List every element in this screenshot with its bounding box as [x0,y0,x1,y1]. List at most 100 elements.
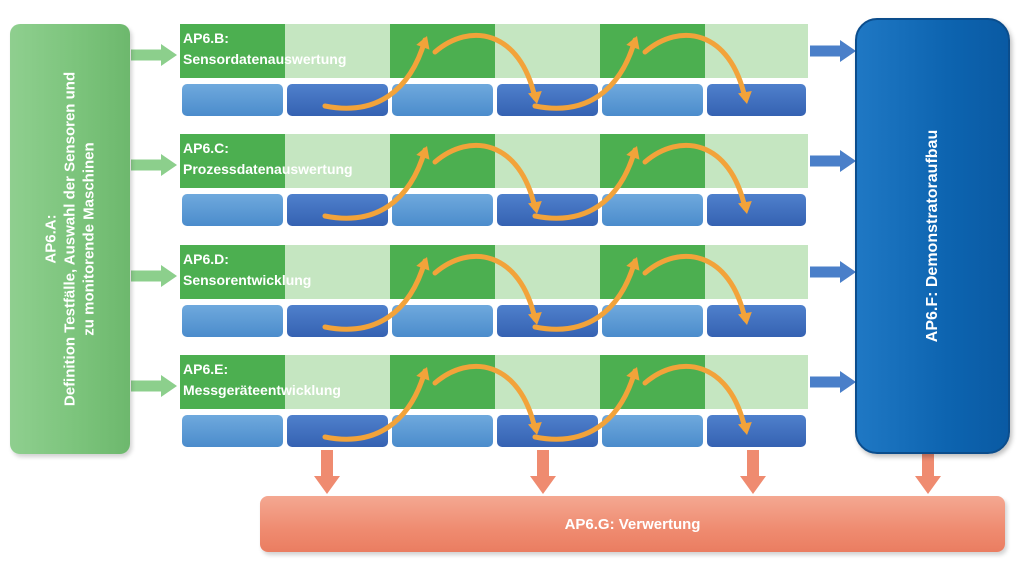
feedback-arrow-up-head [416,36,430,50]
bar-segment-dark [497,194,598,226]
task-cell-active [600,24,705,78]
feedback-arrow-up-shaft [532,258,638,332]
feedback-arrow-up-head [416,367,430,381]
bar-segment-dark [497,415,598,447]
bar-segment-dark [287,305,388,337]
bar-segment-light [602,84,703,116]
input-arrow [131,265,177,287]
feedback-arrow-down-head [738,90,752,104]
feedback-arrow-up [322,36,430,111]
row-label: AP6.D:Sensorentwicklung [183,249,311,291]
task-cell-active [390,134,495,188]
bar-segment-light [602,305,703,337]
feedback-arrow-up [532,36,640,111]
bar-segment-dark [707,415,806,447]
verwertung-arrow [915,450,941,494]
feedback-arrow-up-head [626,367,640,381]
task-cell-active [390,245,495,299]
feedback-arrow-down-shaft [642,33,748,101]
output-arrow [810,371,856,393]
task-cell-active [180,134,285,188]
feedback-arrow-up-head [626,146,640,160]
bar-segment-light [182,84,283,116]
input-arrow [131,375,177,397]
feedback-arrow-down [432,143,542,214]
wp-g-label: AP6.G: Verwertung [564,515,701,533]
task-cell-active [180,355,285,409]
feedback-arrow-up-shaft [532,147,638,221]
feedback-arrow-down [642,143,752,214]
bar-segment-light [392,194,493,226]
row-code: AP6.C: [183,140,229,156]
feedback-arrow-down-head [528,200,542,214]
verwertung-arrow [530,450,556,494]
bar-segment-dark [287,194,388,226]
row-title: Sensorentwicklung [183,272,312,288]
bar-segment-light [602,194,703,226]
wp-g-box: AP6.G: Verwertung [260,496,1005,552]
output-arrow [810,261,856,283]
feedback-arrow-down [642,364,752,435]
feedback-arrow-up-head [626,257,640,271]
bar-segment-light [182,194,283,226]
row-code: AP6.E: [183,361,229,377]
bar-segment-light [392,415,493,447]
wp-a-label-line: AP6.A: [42,214,60,264]
bar-segment-light [392,84,493,116]
feedback-arrow-up-shaft [532,368,638,442]
feedback-arrow-up [532,367,640,442]
row-code: AP6.B: [183,30,229,46]
verwertung-arrow [314,450,340,494]
feedback-arrow-up [532,146,640,221]
feedback-arrow-up-shaft [322,258,428,332]
wp-a-label-line: Definition Testfälle, Auswahl der Sensor… [61,71,79,407]
feedback-arrow-down-shaft [432,33,538,101]
bar-segment-light [602,415,703,447]
task-cell-active [390,24,495,78]
feedback-arrow-up [532,257,640,332]
feedback-arrow-down [432,364,542,435]
feedback-arrow-down-shaft [642,364,748,432]
wp-a-label-line: zu monitorende Maschinen [80,142,98,336]
feedback-arrow-up-head [416,146,430,160]
feedback-arrow-down-shaft [432,364,538,432]
feedback-arrow-up [322,257,430,332]
feedback-arrow-up-shaft [322,368,428,442]
feedback-arrow-down-head [738,311,752,325]
bar-segment-dark [287,415,388,447]
feedback-arrow-up-head [416,257,430,271]
row-label: AP6.C: Prozessdatenauswertung [183,138,353,180]
task-cell-active [180,24,285,78]
bar-segment-dark [287,84,388,116]
output-arrow [810,150,856,172]
input-arrow [131,44,177,66]
feedback-arrow-down-shaft [432,254,538,322]
feedback-arrow-down [432,33,542,104]
feedback-arrow-down-head [528,90,542,104]
task-cell-idle [285,24,390,78]
bar-segment-dark [497,305,598,337]
feedback-arrow-down [642,33,752,104]
task-cell-active [600,355,705,409]
task-cell-idle [285,355,390,409]
row-label: AP6.E: Messgeräteentwicklung [183,359,341,401]
task-cell-active [600,245,705,299]
feedback-arrow-down-shaft [642,254,748,322]
bar-segment-dark [707,305,806,337]
bar-segment-dark [707,194,806,226]
task-cell-idle [285,245,390,299]
row-title: Prozessdatenauswertung [183,161,353,177]
feedback-arrow-up [322,146,430,221]
row-label: AP6.B: Sensordatenauswertung [183,28,346,70]
task-cell-idle [285,134,390,188]
row-title: Messgeräteentwicklung [183,382,341,398]
task-cell-active [390,355,495,409]
wp-f-label: AP6.F: Demonstratoraufbau [923,129,941,343]
feedback-arrow-down [642,254,752,325]
feedback-arrow-down [432,254,542,325]
feedback-arrow-up-shaft [532,37,638,111]
row-title: Sensordatenauswertung [183,51,347,67]
feedback-arrow-down-shaft [432,143,538,211]
input-arrow [131,154,177,176]
